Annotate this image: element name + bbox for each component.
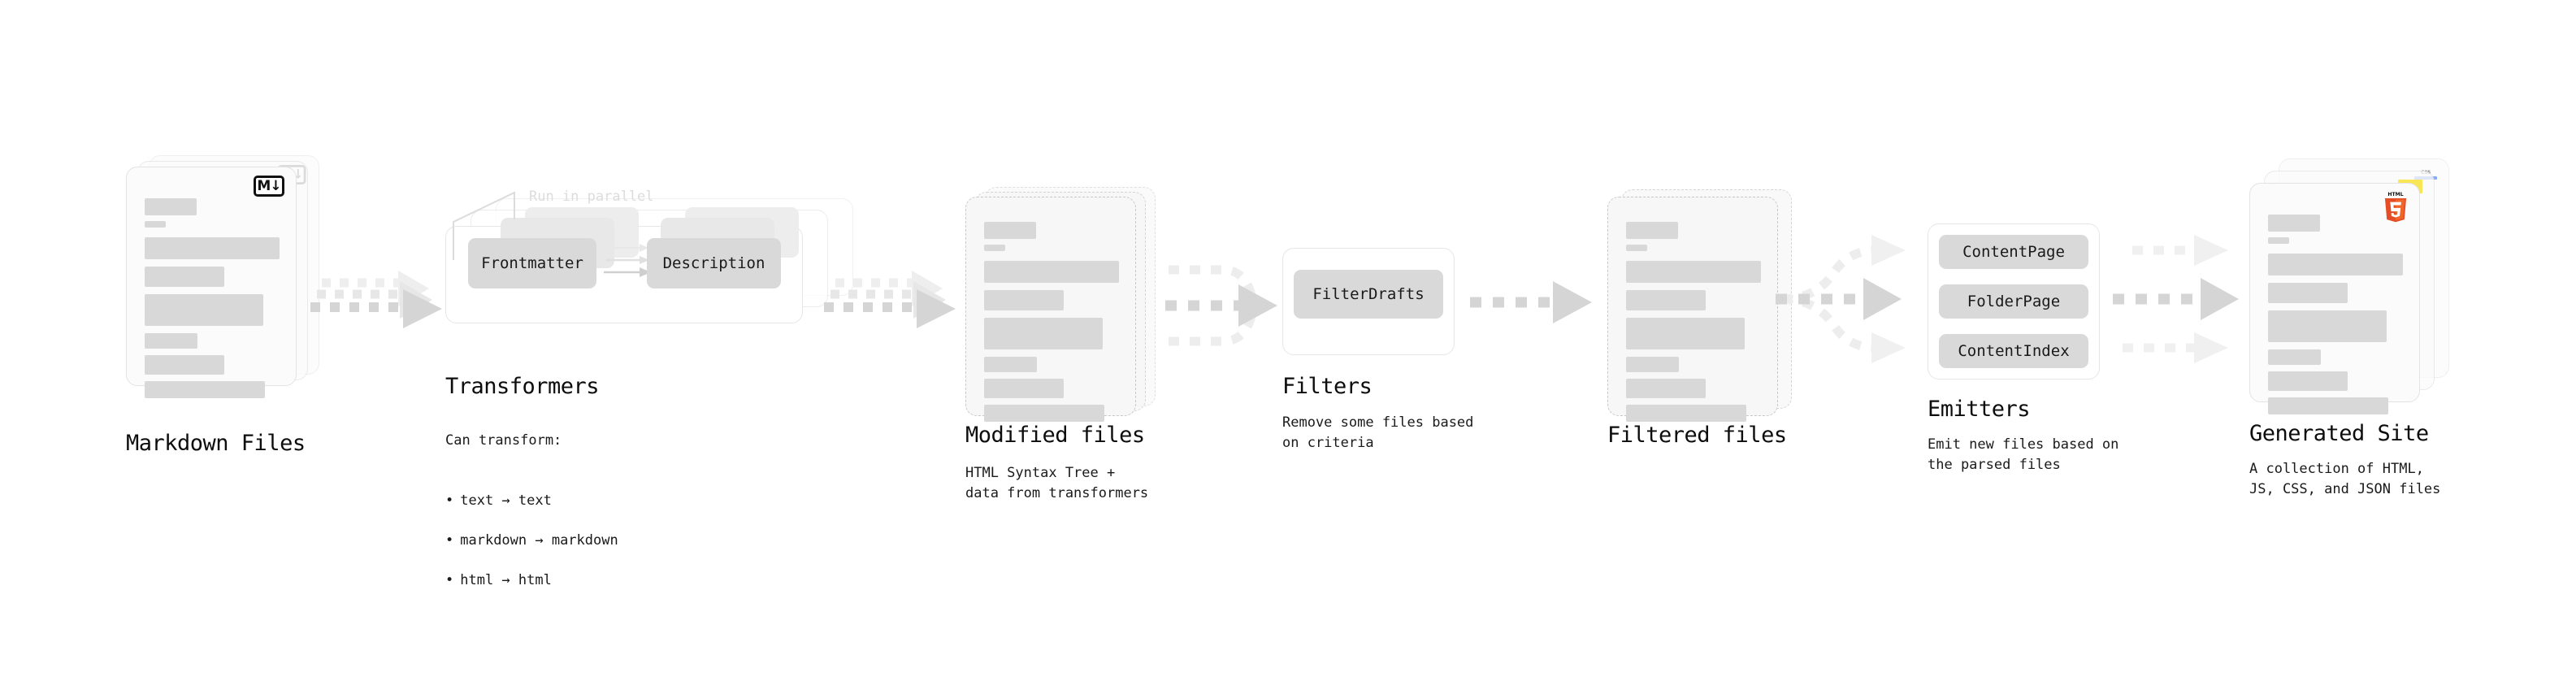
emitters-heading: Emitters xyxy=(1928,397,2031,422)
html5-badge-icon: HTML xyxy=(2384,192,2407,223)
transformer-chip-description[interactable]: Description xyxy=(647,238,781,288)
markdown-card-front: M↓ xyxy=(126,167,297,398)
emitters-chip-contentindex[interactable]: ContentIndex xyxy=(1939,334,2088,368)
filtered-files-heading: Filtered files xyxy=(1607,423,1787,448)
markdown-badge-icon: M↓ xyxy=(254,176,284,197)
transformers-description-title: Can transform: xyxy=(445,432,562,449)
card-placeholder-lines xyxy=(984,222,1122,422)
arrow-filtered-to-emitters xyxy=(1776,235,1906,363)
transformer-chip-frontmatter[interactable]: Frontmatter xyxy=(468,238,596,288)
transformers-bullet-0: text → text xyxy=(445,491,618,511)
filters-heading: Filters xyxy=(1282,374,1373,399)
transformers-description: Can transform: text → text markdown → ma… xyxy=(445,410,618,631)
modified-files-description: HTML Syntax Tree + data from transformer… xyxy=(965,465,1149,501)
filtered-card-front xyxy=(1607,197,1778,422)
run-in-parallel-bracket xyxy=(453,191,515,260)
emitters-description: Emit new files based on the parsed files xyxy=(1928,436,2119,473)
generated-site-description: A collection of HTML, JS, CSS, and JSON … xyxy=(2249,461,2441,497)
transformer-inner-arrows xyxy=(604,244,651,277)
emitters-chip-contentpage[interactable]: ContentPage xyxy=(1939,235,2088,269)
card-placeholder-lines xyxy=(1626,222,1764,422)
arrow-transformers-to-modified xyxy=(824,271,956,328)
transformers-bullet-1: markdown → markdown xyxy=(445,531,618,551)
arrow-filters-to-filtered xyxy=(1470,281,1592,323)
run-in-parallel-label: Run in parallel xyxy=(529,189,654,205)
filters-description: Remove some files based on criteria xyxy=(1282,414,1474,451)
filters-chip-filterdrafts[interactable]: FilterDrafts xyxy=(1294,270,1443,319)
transformers-bullet-2: html → html xyxy=(445,570,618,591)
card-placeholder-lines xyxy=(2268,208,2406,414)
arrow-emitters-to-site xyxy=(2113,235,2239,363)
arrow-modified-to-filters xyxy=(1165,265,1277,346)
modified-card-front xyxy=(965,197,1136,422)
emitters-chip-folderpage[interactable]: FolderPage xyxy=(1939,284,2088,319)
modified-files-heading: Modified files xyxy=(965,423,1145,448)
markdown-files-heading: Markdown Files xyxy=(126,431,306,456)
arrow-markdown-to-transformers xyxy=(310,271,442,328)
transformers-heading: Transformers xyxy=(445,374,600,399)
generated-card-front: HTML xyxy=(2249,183,2420,414)
transformers-bullets: text → text markdown → markdown html → h… xyxy=(445,471,618,610)
card-placeholder-lines xyxy=(145,192,283,398)
svg-text:HTML: HTML xyxy=(2387,192,2403,197)
generated-site-heading: Generated Site xyxy=(2249,421,2429,446)
